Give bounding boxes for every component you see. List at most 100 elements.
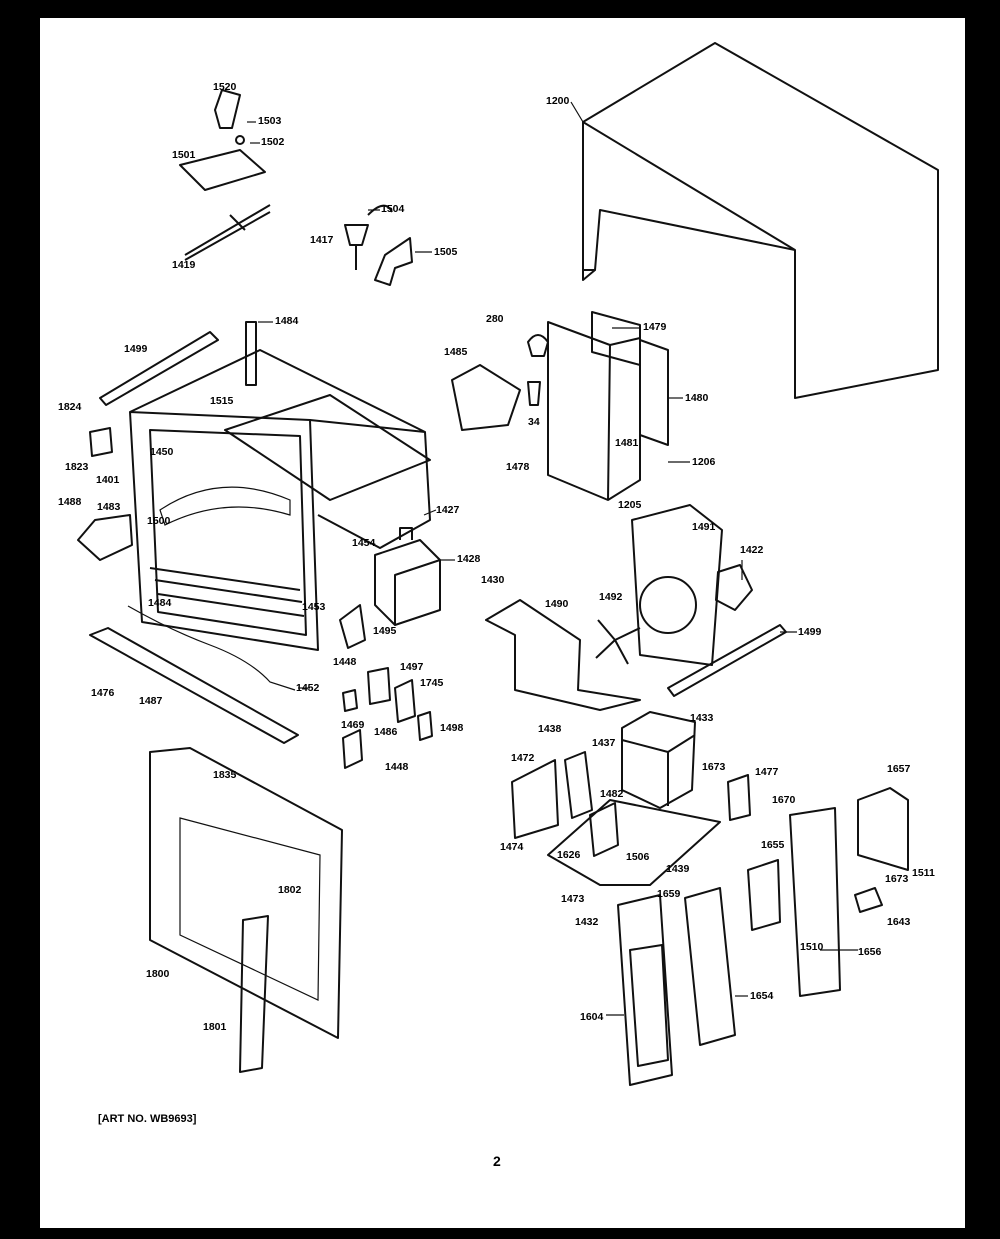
part-label-1472: 1472 [511,752,535,764]
part-label-1401: 1401 [96,474,120,486]
magnetron-drawing [374,527,441,626]
plate-1823-drawing [89,427,113,457]
switch-1497-drawing [367,667,391,705]
part-label-1437: 1437 [592,737,616,749]
part-label-1422: 1422 [740,544,764,556]
part-label-1450: 1450 [150,446,174,458]
part-label-1419: 1419 [172,259,196,271]
part-label-1490: 1490 [545,598,569,610]
part-label-1510: 1510 [800,941,824,953]
page-number: 2 [493,1153,501,1169]
outer-case-drawing [582,42,939,399]
part-label-1492: 1492 [599,591,623,603]
part-label-1824: 1824 [58,401,82,413]
part-label-1503: 1503 [258,115,282,127]
part-label-1428: 1428 [457,553,481,565]
part-label-1481: 1481 [615,437,639,449]
strip-1484-top-drawing [245,321,257,386]
part-label-1499: 1499 [124,343,148,355]
part-label-1476: 1476 [91,687,115,699]
part-label-1654: 1654 [750,990,774,1002]
panel-1480-drawing [639,339,669,446]
part-label-1499: 1499 [798,626,822,638]
part-label-1479: 1479 [643,321,667,333]
part-label-1511: 1511 [912,867,935,879]
leader-lines [247,101,858,1016]
part-labels: 1200152015031502150114191504141715051484… [58,81,935,1033]
part-label-1502: 1502 [261,136,285,148]
part-label-1745: 1745 [420,677,444,689]
fan-blade-drawing [595,619,641,665]
lamp-socket-drawing [344,204,393,270]
part-label-1474: 1474 [500,841,524,853]
part-label-280: 280 [486,313,504,325]
part-label-1835: 1835 [213,769,237,781]
part-1643-drawing [854,887,883,913]
part-label-1800: 1800 [146,968,170,980]
cover-1657-drawing [857,787,909,871]
part-label-1505: 1505 [434,246,458,258]
chassis-1656-drawing [789,807,841,997]
part-label-1500: 1500 [147,515,171,527]
capacitor-drawing [564,751,593,819]
board-1655-drawing [747,859,781,931]
part-label-1801: 1801 [203,1021,227,1033]
bracket-1488-drawing [77,514,133,561]
door-handle-drawing [239,915,269,1073]
socket-34-drawing [527,381,541,406]
part-label-1604: 1604 [580,1011,604,1023]
bracket-1472-drawing [511,759,559,839]
part-label-1656: 1656 [858,946,882,958]
part-label-1469: 1469 [341,719,365,731]
part-label-1448: 1448 [333,656,357,668]
part-label-1478: 1478 [506,461,530,473]
switch-1745-drawing [394,679,416,723]
switch-1498-drawing [417,711,433,741]
part-label-1823: 1823 [65,461,89,473]
door-window-drawing [179,817,321,1001]
duct-panel-1478-drawing [547,321,641,501]
part-label-1497: 1497 [400,661,424,673]
art-number: [ART NO. WB9693] [98,1113,197,1125]
part-label-1498: 1498 [440,722,464,734]
part-label-1477: 1477 [755,766,779,778]
part-label-1438: 1438 [538,723,562,735]
panel-1479-drawing [591,311,641,366]
part-label-1487: 1487 [139,695,163,707]
control-panel-1604-drawing [617,894,673,1086]
plate-1501-drawing [179,149,266,191]
strip-1499-top-drawing [99,331,219,406]
base-plate-1432-drawing [547,799,721,886]
part-label-1433: 1433 [690,712,714,724]
part-label-1520: 1520 [213,81,237,93]
part-label-34: 34 [528,416,540,428]
part-label-1504: 1504 [381,203,405,215]
part-label-1453: 1453 [302,601,326,613]
bracket-1505-drawing [374,237,413,286]
fan-motor-drawing [715,564,753,611]
part-label-1657: 1657 [887,763,911,775]
part-1477-drawing [727,774,751,821]
lamp-280-drawing [527,334,549,357]
part-label-1643: 1643 [887,916,911,928]
base-bracket-1490-drawing [485,599,641,711]
part-label-1673: 1673 [885,873,909,885]
part-label-1484: 1484 [275,315,299,327]
part-label-1483: 1483 [97,501,121,513]
part-label-1484: 1484 [148,597,172,609]
switch-bracket-1495-drawing [339,604,366,649]
nut-1502-drawing [235,135,245,145]
part-label-1480: 1480 [685,392,709,404]
switch-1469-drawing [342,689,358,712]
switch-1486-drawing [342,729,363,769]
part-label-1206: 1206 [692,456,716,468]
part-label-1488: 1488 [58,496,82,508]
part-label-1659: 1659 [657,888,681,900]
membrane-1654-drawing [684,887,736,1046]
part-label-1486: 1486 [374,726,398,738]
transformer-drawing [621,711,696,809]
part-label-1506: 1506 [626,851,650,863]
part-label-1670: 1670 [772,794,796,806]
part-label-1491: 1491 [692,521,716,533]
